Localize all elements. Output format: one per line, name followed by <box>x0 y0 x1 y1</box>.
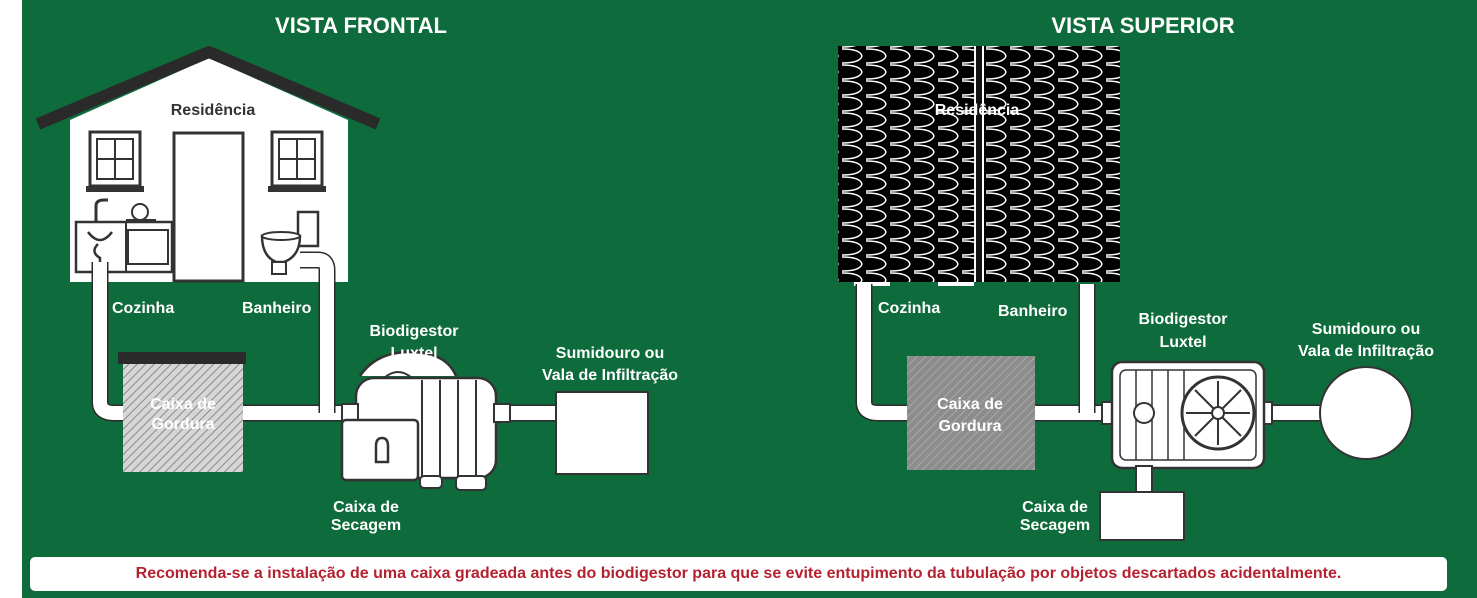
biodigester-label: Biodigestor <box>370 323 459 340</box>
biodigester-label-top-2: Luxtel <box>1159 334 1206 351</box>
kitchen-label: Cozinha <box>112 300 174 317</box>
biodigester-top <box>1101 360 1273 470</box>
drying-box-front <box>340 418 420 482</box>
bathroom-label: Banheiro <box>242 300 312 317</box>
drying-box-label-top-2: Secagem <box>1020 517 1090 534</box>
drain-label-top-2: Vala de Infiltração <box>1298 343 1434 360</box>
pipe-network-top <box>855 284 1330 422</box>
drying-box-label-top: Caixa de <box>1022 499 1088 516</box>
bathroom-label-top: Banheiro <box>998 303 1068 320</box>
drain-front <box>555 391 649 475</box>
drying-box-label: Caixa de <box>333 499 399 516</box>
recommendation-text: Recomenda-se a instalação de uma caixa g… <box>135 565 1342 582</box>
house-front <box>35 46 381 283</box>
grease-box-front <box>118 352 246 472</box>
recommendation-note: Recomenda-se a instalação de uma caixa g… <box>30 557 1447 591</box>
house-label: Residência <box>171 102 256 119</box>
window-icon <box>86 130 144 192</box>
grease-box-label-top: Caixa de <box>937 396 1003 413</box>
drain-label-2: Vala de Infiltração <box>542 367 678 384</box>
biodigester-label-2: Luxtel <box>390 345 437 362</box>
drain-label: Sumidouro ou <box>556 345 664 362</box>
grease-box-label-top-2: Gordura <box>938 418 1001 435</box>
house-label-top: Residência <box>935 102 1020 119</box>
grease-box-label: Caixa de <box>150 396 216 413</box>
biodigester-label-top: Biodigestor <box>1139 311 1228 328</box>
drying-box-top <box>1099 465 1185 541</box>
grease-box-top <box>907 356 1035 470</box>
drain-top <box>1319 366 1413 460</box>
window-icon <box>268 130 326 192</box>
pipe-network-front <box>91 251 560 422</box>
drying-box-label-2: Secagem <box>331 517 401 534</box>
drain-label-top: Sumidouro ou <box>1312 321 1420 338</box>
front-view-title: VISTA FRONTAL <box>275 13 447 38</box>
kitchen-label-top: Cozinha <box>878 300 940 317</box>
grease-box-label-2: Gordura <box>151 416 214 433</box>
toilet-icon <box>260 210 320 275</box>
house-roof-top <box>838 46 1120 286</box>
top-view-title: VISTA SUPERIOR <box>1051 13 1234 38</box>
